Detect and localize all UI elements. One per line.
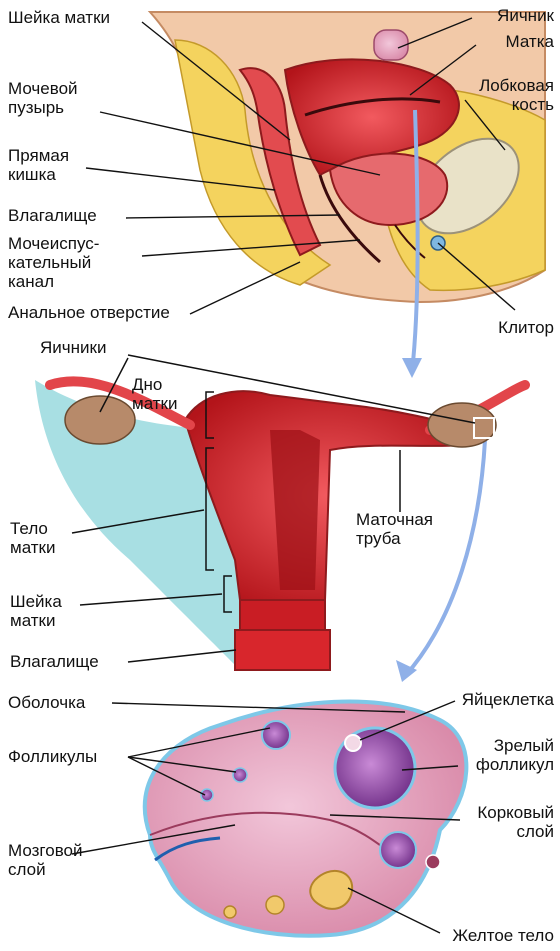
label-cervix-2-1: Шейка: [10, 592, 62, 611]
label-medulla-1: Мозговой: [8, 841, 82, 860]
follicle-2: [233, 768, 247, 782]
follicle-3: [201, 789, 213, 801]
label-ovary: Яичник: [497, 6, 554, 25]
corpus-luteum-small-2: [224, 906, 236, 918]
label-vagina-2: Влагалище: [10, 652, 99, 671]
vagina: [235, 630, 330, 670]
ovary-left: [65, 396, 135, 444]
label-uterus-body-2: матки: [10, 538, 56, 557]
cervix: [240, 600, 325, 630]
label-cortex-2: слой: [516, 822, 554, 841]
label-fundus-1: Дно: [132, 375, 162, 394]
label-urethra-2: кательный: [8, 253, 91, 272]
label-rectum-1: Прямая: [8, 146, 69, 165]
label-tube-2: труба: [356, 529, 401, 548]
label-urethra-1: Мочеиспус-: [8, 234, 99, 253]
label-rectum-2: кишка: [8, 165, 56, 184]
label-pubic-bone-1: Лобковая: [479, 76, 554, 95]
label-bladder-1: Мочевой: [8, 79, 78, 98]
released-egg: [426, 855, 440, 869]
label-fundus-2: матки: [132, 394, 178, 413]
label-tube-1: Маточная: [356, 510, 433, 529]
corpus-luteum-small-1: [266, 896, 284, 914]
label-urethra-3: канал: [8, 272, 54, 291]
label-anus: Анальное отверстие: [8, 303, 170, 322]
zoom-arrow-1-head: [402, 358, 422, 378]
label-bladder-2: пузырь: [8, 98, 64, 117]
label-corpus-luteum: Желтое тело: [452, 926, 554, 945]
label-capsule: Оболочка: [8, 693, 85, 712]
label-medulla-2: слой: [8, 860, 46, 879]
label-cervix-2-2: матки: [10, 611, 56, 630]
label-ovaries: Яичники: [40, 338, 106, 357]
label-uterus-body-1: Тело: [10, 519, 48, 538]
label-vagina-1: Влагалище: [8, 206, 97, 225]
follicle-1: [262, 721, 290, 749]
label-cervix: Шейка матки: [8, 8, 110, 27]
label-mature-follicle-2: фолликул: [476, 755, 554, 774]
ovary-right: [428, 403, 496, 447]
label-uterus: Матка: [506, 32, 555, 51]
label-follicles: Фолликулы: [8, 747, 97, 766]
label-clitoris: Клитор: [498, 318, 554, 337]
label-mature-follicle-1: Зрелый: [494, 736, 554, 755]
zoom-arrow-2: [405, 440, 485, 676]
label-cortex-1: Корковый: [477, 803, 554, 822]
oocyte: [345, 735, 361, 751]
ovary-top: [374, 30, 408, 60]
follicle-ruptured: [380, 832, 416, 868]
label-pubic-bone-2: кость: [512, 95, 554, 114]
panel-pelvis-section: [150, 12, 545, 302]
label-oocyte: Яйцеклетка: [462, 690, 554, 709]
panel-uterus-front: [35, 380, 525, 670]
